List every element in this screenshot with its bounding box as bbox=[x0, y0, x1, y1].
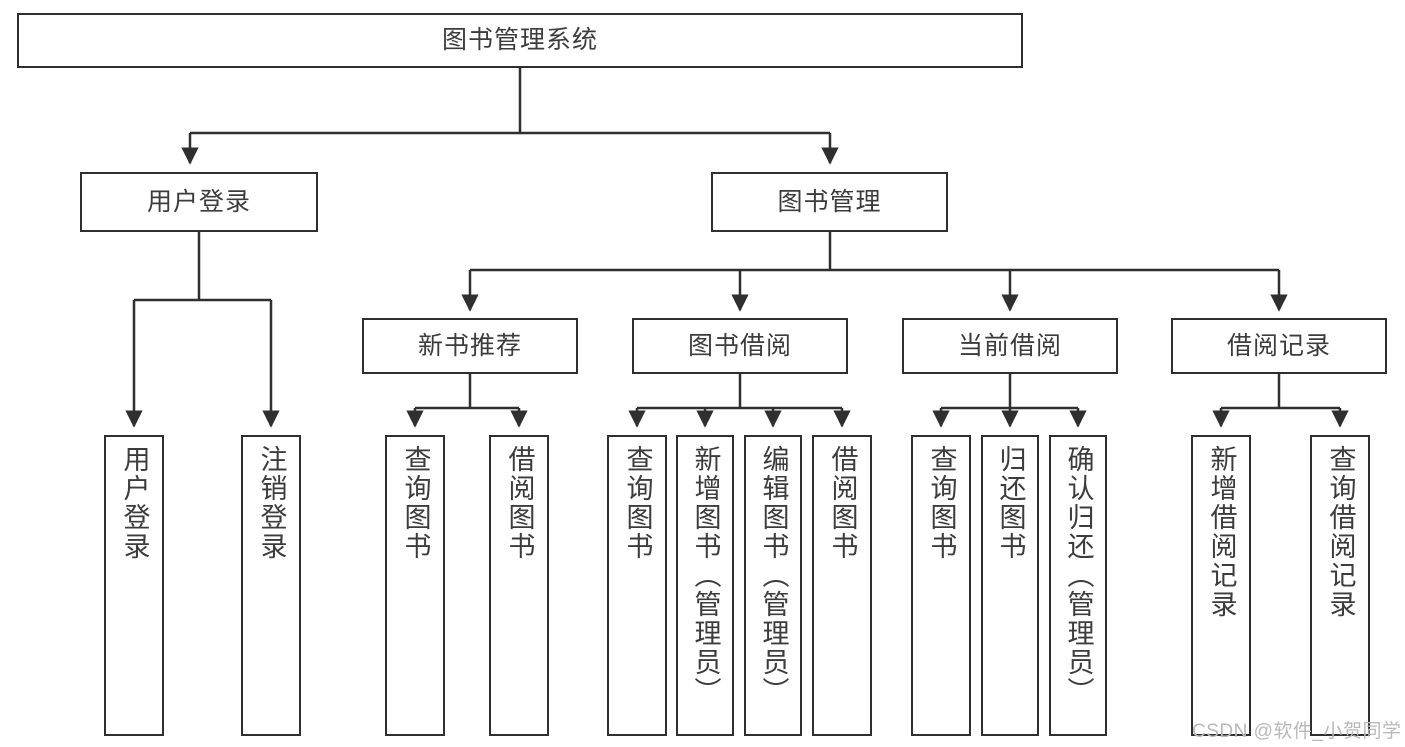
node-leaf-logout-label: 注销登录 bbox=[256, 445, 287, 561]
node-leaf-add-book-label: 新增图书（管理员） bbox=[690, 445, 721, 706]
node-leaf-edit-book[interactable]: 编辑图书（管理员） bbox=[744, 435, 802, 736]
node-leaf-return-book-label: 归还图书 bbox=[995, 445, 1026, 561]
node-user-login-label: 用户登录 bbox=[146, 187, 251, 216]
node-leaf-query-book-1[interactable]: 查询图书 bbox=[385, 435, 445, 736]
node-leaf-return-book[interactable]: 归还图书 bbox=[981, 435, 1039, 736]
node-leaf-edit-book-label: 编辑图书（管理员） bbox=[758, 445, 789, 706]
node-book-management[interactable]: 图书管理 bbox=[711, 172, 948, 232]
node-borrow-record[interactable]: 借阅记录 bbox=[1171, 318, 1387, 374]
node-leaf-borrow-book-1-label: 借阅图书 bbox=[504, 445, 535, 561]
node-leaf-query-book-3-label: 查询图书 bbox=[926, 445, 957, 561]
node-leaf-add-book[interactable]: 新增图书（管理员） bbox=[676, 435, 734, 736]
node-current-borrow-label: 当前借阅 bbox=[957, 331, 1062, 360]
node-leaf-query-record[interactable]: 查询借阅记录 bbox=[1310, 435, 1370, 736]
node-book-borrow-label: 图书借阅 bbox=[687, 331, 792, 360]
node-leaf-query-book-1-label: 查询图书 bbox=[400, 445, 431, 561]
node-root-system[interactable]: 图书管理系统 bbox=[17, 13, 1023, 68]
node-current-borrow[interactable]: 当前借阅 bbox=[902, 318, 1118, 374]
node-leaf-borrow-book-1[interactable]: 借阅图书 bbox=[489, 435, 549, 736]
node-leaf-query-book-3[interactable]: 查询图书 bbox=[911, 435, 971, 736]
node-leaf-add-record-label: 新增借阅记录 bbox=[1206, 445, 1237, 619]
node-leaf-query-book-2-label: 查询图书 bbox=[622, 445, 653, 561]
node-leaf-query-record-label: 查询借阅记录 bbox=[1325, 445, 1356, 619]
node-user-login[interactable]: 用户登录 bbox=[80, 172, 318, 232]
node-root-system-label: 图书管理系统 bbox=[441, 26, 598, 55]
node-leaf-borrow-book-2[interactable]: 借阅图书 bbox=[812, 435, 872, 736]
node-new-book-recommend[interactable]: 新书推荐 bbox=[362, 318, 578, 374]
node-leaf-confirm-return-label: 确认归还（管理员） bbox=[1063, 445, 1094, 706]
node-leaf-user-login-label: 用户登录 bbox=[119, 445, 150, 561]
node-book-borrow[interactable]: 图书借阅 bbox=[632, 318, 848, 374]
node-leaf-logout[interactable]: 注销登录 bbox=[241, 435, 301, 736]
node-leaf-user-login[interactable]: 用户登录 bbox=[104, 435, 164, 736]
node-borrow-record-label: 借阅记录 bbox=[1226, 331, 1331, 360]
node-book-management-label: 图书管理 bbox=[777, 187, 882, 216]
node-leaf-borrow-book-2-label: 借阅图书 bbox=[827, 445, 858, 561]
csdn-watermark: CSDN @软件_小贺同学 bbox=[1192, 721, 1402, 742]
node-new-book-recommend-label: 新书推荐 bbox=[417, 331, 522, 360]
node-leaf-query-book-2[interactable]: 查询图书 bbox=[607, 435, 667, 736]
node-leaf-confirm-return[interactable]: 确认归还（管理员） bbox=[1049, 435, 1107, 736]
node-leaf-add-record[interactable]: 新增借阅记录 bbox=[1191, 435, 1251, 736]
